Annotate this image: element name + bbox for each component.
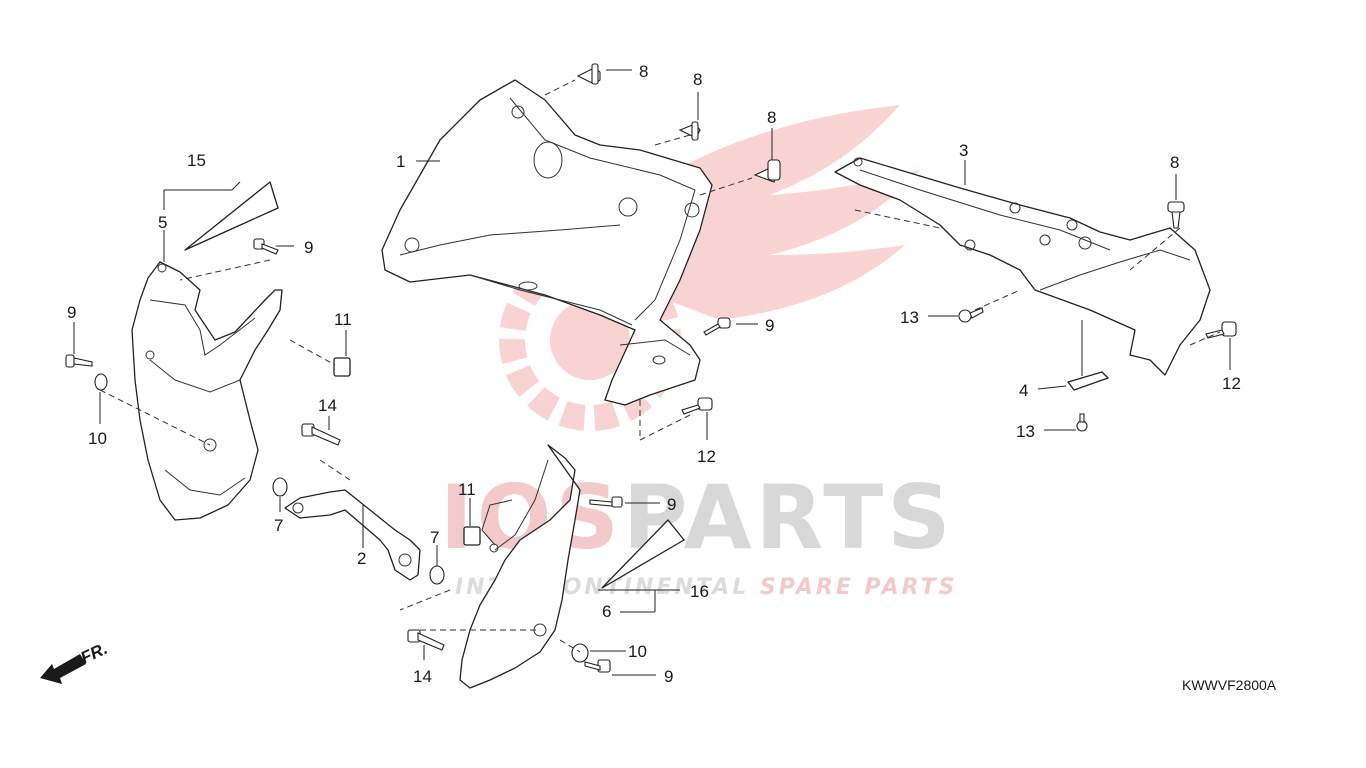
fasteners — [65, 63, 1237, 673]
callout-15: 15 — [187, 151, 206, 170]
callout-9-lower: 9 — [667, 495, 676, 514]
callout-9-upper: 9 — [304, 238, 313, 257]
bolt-8-mid — [678, 121, 701, 141]
screw-9-bottom — [584, 659, 611, 673]
bolt-14-upper — [301, 423, 341, 446]
screw-9-lower — [589, 496, 623, 508]
callout-9-cover: 9 — [765, 316, 774, 335]
spring-nut-upper — [333, 357, 351, 377]
callout-10-right: 10 — [628, 642, 647, 661]
callout-9-bottom: 9 — [664, 667, 673, 686]
callout-16: 16 — [690, 582, 709, 601]
callout-8-mid: 8 — [693, 70, 702, 89]
callout-9-left: 9 — [67, 303, 76, 322]
spring-nut-lower — [463, 526, 481, 546]
callout-12-cover: 12 — [697, 447, 716, 466]
collar-washer-lower — [429, 565, 445, 585]
leader-lines — [73, 69, 1231, 676]
alignment-lines — [99, 79, 1221, 653]
bolt-8-right — [753, 159, 781, 183]
left-lower-cover — [131, 261, 283, 521]
screw-13-lower — [1076, 413, 1088, 432]
callout-7-upper: 7 — [274, 516, 283, 535]
emblem-16 — [601, 519, 685, 589]
screw-12-cover — [681, 397, 713, 415]
screw-13-upper — [958, 307, 984, 323]
callout-14-lower: 14 — [413, 667, 432, 686]
callout-labels: 1 2 3 4 5 6 7 7 8 8 8 8 9 9 9 9 9 10 10 … — [67, 62, 1241, 686]
collar-washer-upper — [272, 477, 288, 497]
bolt-14-lower — [407, 629, 445, 651]
callout-8-top: 8 — [639, 62, 648, 81]
callout-13-lower: 13 — [1016, 422, 1035, 441]
callout-13-upper: 13 — [900, 308, 919, 327]
callout-11-lower: 11 — [458, 480, 476, 499]
callout-12-rear: 12 — [1222, 374, 1241, 393]
diagram-reference-code: KWWVF2800A — [1182, 677, 1277, 693]
callout-6: 6 — [602, 602, 611, 621]
screw-9-cover — [703, 317, 731, 336]
callout-5: 5 — [158, 213, 167, 232]
front-direction-indicator: FR. — [40, 639, 111, 684]
cover-stay-bracket — [284, 489, 421, 581]
callout-1: 1 — [396, 152, 405, 171]
watermark-brand-suffix: PARTS — [623, 466, 955, 569]
emblem-15 — [184, 181, 279, 251]
callout-7-lower: 7 — [430, 528, 439, 547]
screw-9-left — [65, 354, 93, 368]
washer-left — [94, 373, 108, 391]
clip-4 — [1067, 371, 1109, 391]
inner-front-cover — [381, 79, 713, 406]
bolt-8-rear — [1167, 201, 1185, 229]
right-lower-cover — [459, 444, 581, 689]
callout-8-rear: 8 — [1170, 153, 1179, 172]
washer-right — [571, 643, 589, 663]
bolt-8-top — [576, 63, 601, 85]
callout-10-left: 10 — [88, 429, 107, 448]
top-rear-cover — [834, 157, 1211, 376]
screw-9-upper — [253, 238, 279, 255]
watermark-tagline-part2: SPARE PARTS — [760, 575, 958, 600]
callout-8-right: 8 — [767, 108, 776, 127]
callout-2: 2 — [357, 549, 366, 568]
callout-4: 4 — [1019, 381, 1028, 400]
callout-14-upper: 14 — [318, 396, 337, 415]
callout-3: 3 — [959, 141, 968, 160]
callout-11-upper: 11 — [334, 310, 352, 329]
front-direction-arrow-icon — [40, 654, 86, 684]
